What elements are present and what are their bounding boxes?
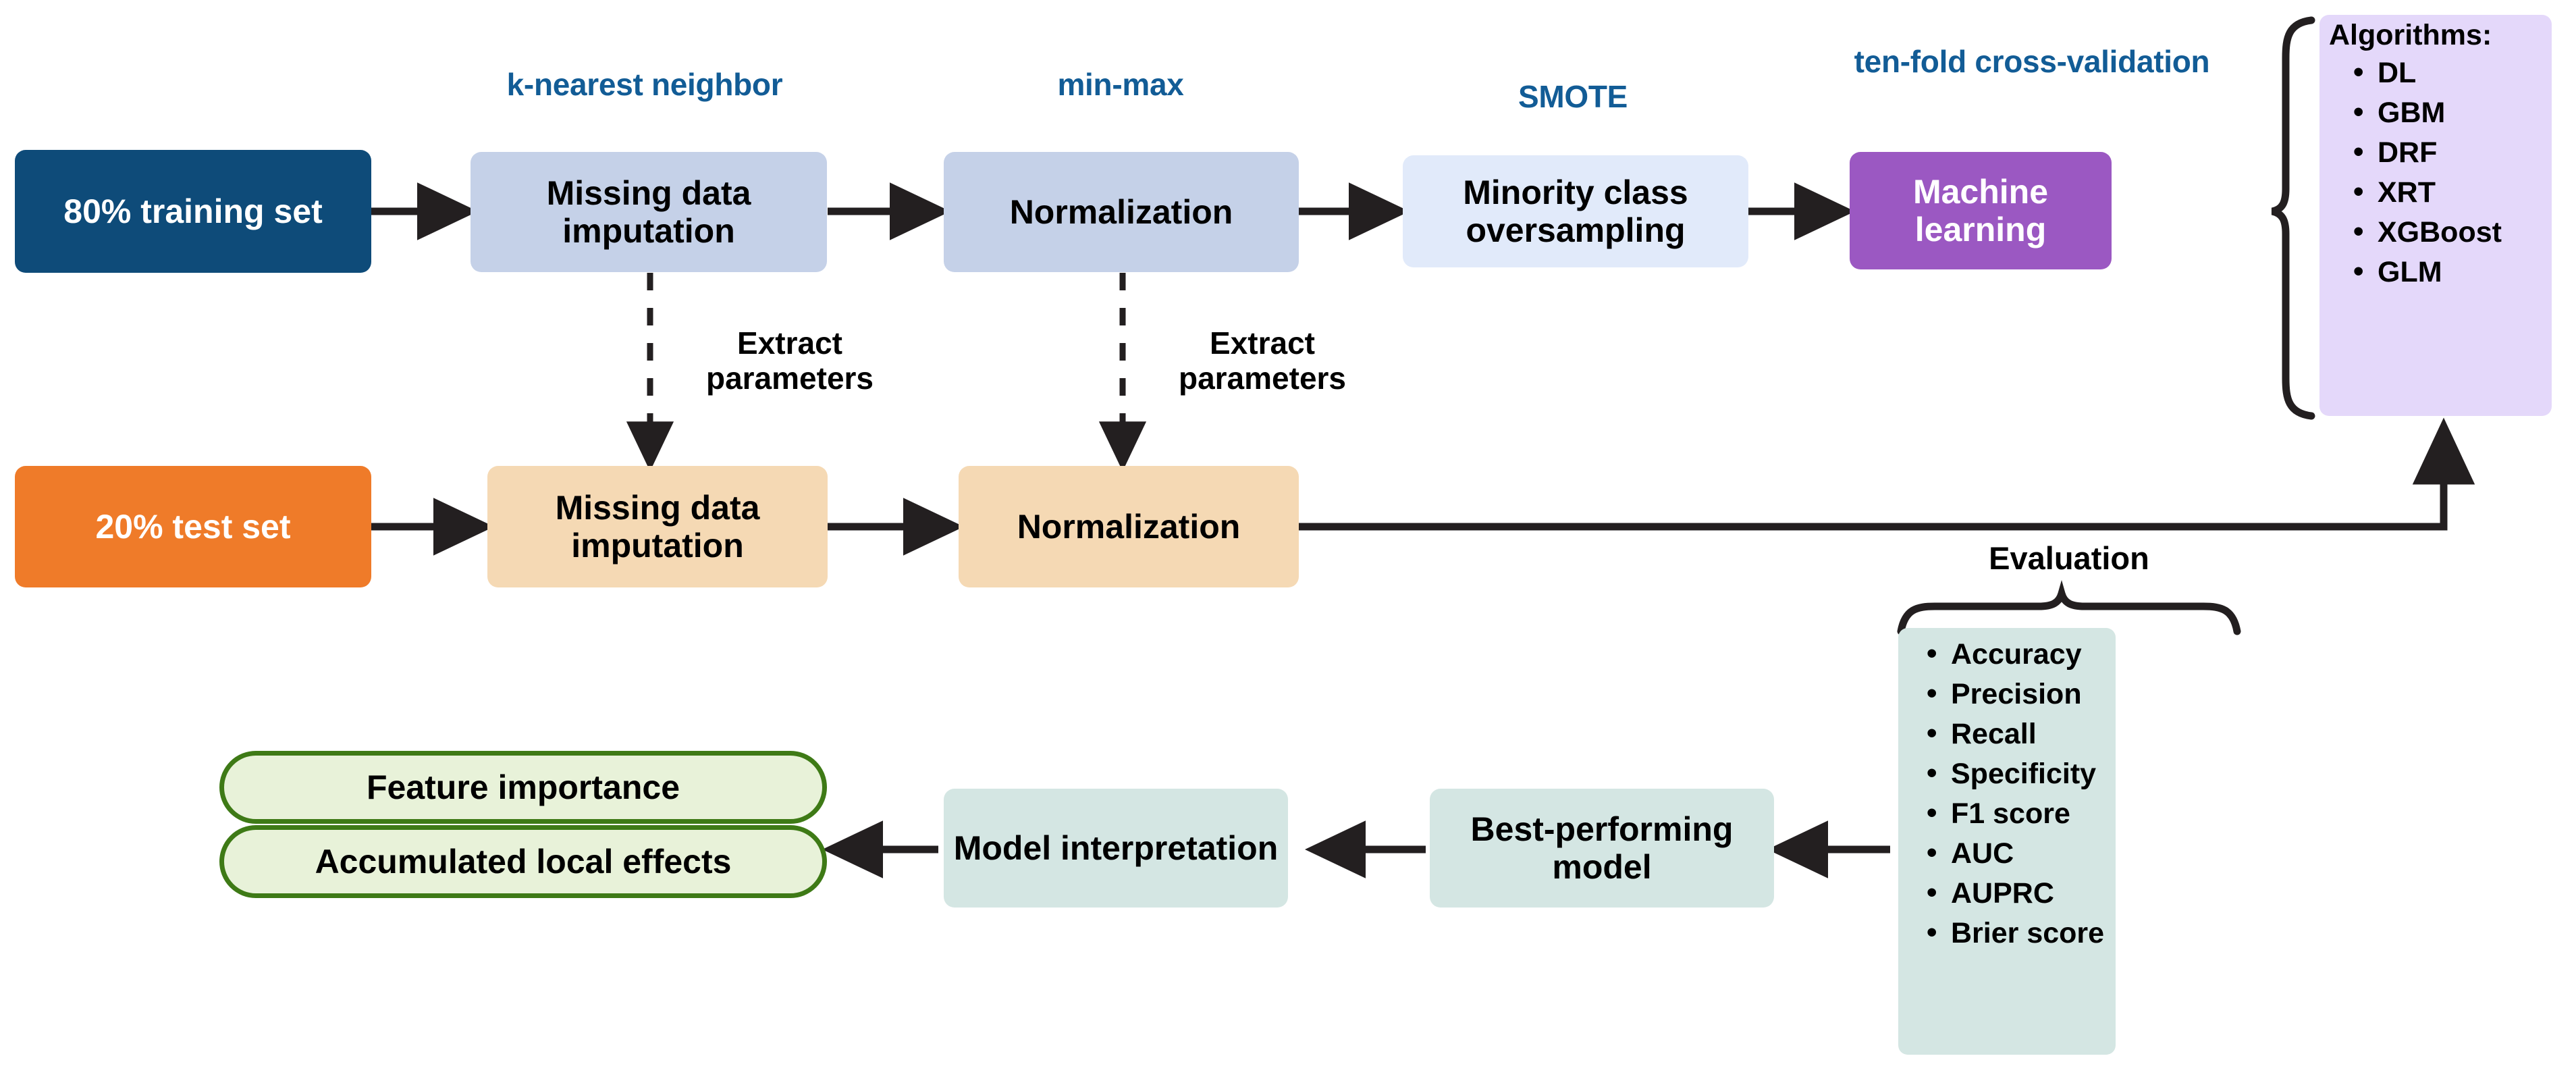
extract-line2: parameters: [1178, 361, 1347, 396]
evaluation-metric-item: Recall: [1927, 714, 2116, 754]
evaluation-metric-item: AUC: [1927, 834, 2116, 874]
extract-line1: Extract: [737, 325, 842, 361]
evaluation-metrics-list: Accuracy Precision Recall Specificity F1…: [1898, 635, 2116, 953]
minmax-caption: min-max: [1057, 67, 1184, 102]
accumulated-local-effects-box[interactable]: Accumulated local effects: [219, 825, 827, 898]
evaluation-metric-item: Brier score: [1927, 914, 2116, 953]
train-imputation-label: Missing data imputation: [546, 174, 751, 250]
test-to-algorithms-connector: [1299, 417, 2475, 531]
train-normalization-box[interactable]: Normalization: [944, 152, 1299, 272]
evaluation-metric-item: AUPRC: [1927, 874, 2116, 914]
algorithms-panel-title: Algorithms:: [2329, 19, 2492, 51]
algorithm-item: XGBoost: [2353, 213, 2552, 253]
model-interpretation-label: Model interpretation: [953, 829, 1279, 867]
test-imputation-box[interactable]: Missing data imputation: [487, 466, 828, 587]
test-normalization-box[interactable]: Normalization: [959, 466, 1299, 587]
train-normalization-label: Normalization: [1009, 193, 1233, 231]
evaluation-brace: [1897, 580, 2241, 635]
train-set-box[interactable]: 80% training set: [15, 150, 371, 273]
evaluation-metric-item: Accuracy: [1927, 635, 2116, 675]
algorithm-item: GBM: [2353, 93, 2552, 133]
test-set-box[interactable]: 20% test set: [15, 466, 371, 587]
machine-learning-box[interactable]: Machine learning: [1850, 152, 2112, 269]
knn-caption: k-nearest neighbor: [506, 67, 783, 102]
extract-line1: Extract: [1210, 325, 1315, 361]
evaluation-panel: Accuracy Precision Recall Specificity F1…: [1898, 628, 2116, 1055]
train-set-label: 80% training set: [63, 192, 323, 230]
extract-line2: parameters: [705, 361, 874, 396]
extract-parameters-label-2: Extract parameters: [1148, 325, 1377, 396]
crossvalidation-caption: ten-fold cross-validation: [1854, 44, 2210, 79]
test-set-label: 20% test set: [95, 508, 291, 546]
feature-importance-box[interactable]: Feature importance: [219, 751, 827, 824]
algorithms-list: DL GBM DRF XRT XGBoost GLM: [2319, 53, 2552, 292]
evaluation-metric-item: Specificity: [1927, 754, 2116, 794]
accumulated-local-effects-label: Accumulated local effects: [315, 843, 732, 881]
machine-learning-label: Machine learning: [1912, 173, 2049, 248]
evaluation-metric-item: F1 score: [1927, 794, 2116, 834]
train-imputation-box[interactable]: Missing data imputation: [471, 152, 827, 272]
smote-box[interactable]: Minority class oversampling: [1403, 155, 1748, 267]
best-performing-model-label: Best-performing model: [1470, 810, 1734, 886]
algorithm-item: GLM: [2353, 253, 2552, 292]
test-imputation-label: Missing data imputation: [555, 489, 760, 564]
extract-parameters-label-1: Extract parameters: [675, 325, 905, 396]
smote-caption: SMOTE: [1518, 79, 1628, 114]
feature-importance-label: Feature importance: [366, 768, 680, 806]
model-interpretation-box[interactable]: Model interpretation: [944, 789, 1288, 908]
algorithms-panel: Algorithms: DL GBM DRF XRT XGBoost GLM: [2319, 15, 2552, 416]
test-normalization-label: Normalization: [1017, 508, 1241, 546]
best-performing-model-box[interactable]: Best-performing model: [1430, 789, 1774, 908]
algorithm-item: DL: [2353, 53, 2552, 93]
algorithm-item: DRF: [2353, 133, 2552, 173]
algorithms-brace: [2271, 16, 2315, 420]
evaluation-panel-title: Evaluation: [1989, 540, 2149, 576]
algorithm-item: XRT: [2353, 173, 2552, 213]
evaluation-metric-item: Precision: [1927, 675, 2116, 714]
smote-label: Minority class oversampling: [1463, 174, 1688, 249]
